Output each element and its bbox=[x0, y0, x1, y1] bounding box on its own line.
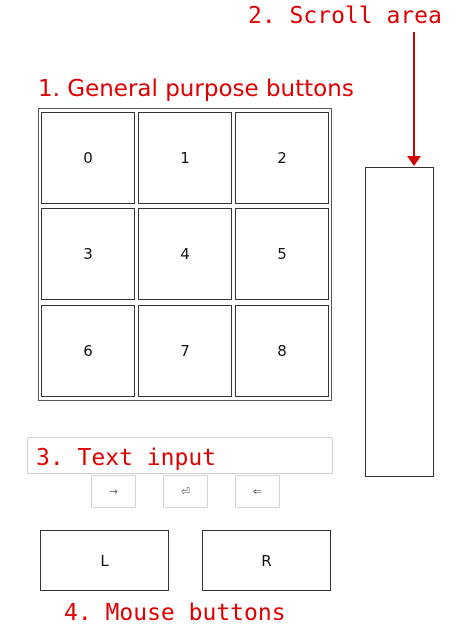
text-input-field[interactable] bbox=[27, 437, 333, 474]
grid-button-7[interactable]: 7 bbox=[138, 305, 232, 397]
grid-button-4[interactable]: 4 bbox=[138, 208, 232, 300]
grid-button-0[interactable]: 0 bbox=[41, 112, 135, 204]
grid-button-3[interactable]: 3 bbox=[41, 208, 135, 300]
mouse-buttons-annotation: 4. Mouse buttons bbox=[64, 600, 286, 626]
right-arrow-icon: → bbox=[108, 485, 119, 498]
enter-icon: ⏎ bbox=[180, 485, 191, 498]
mouse-left-button[interactable]: L bbox=[40, 530, 169, 591]
right-arrow-key-button[interactable]: → bbox=[91, 475, 136, 508]
general-button-grid: 0 1 2 3 4 5 6 7 8 bbox=[38, 108, 332, 401]
scroll-area-annotation: 2. Scroll area bbox=[248, 3, 442, 29]
annotation-arrow-head-icon bbox=[407, 156, 421, 166]
annotation-arrow-line bbox=[413, 32, 415, 158]
grid-button-2[interactable]: 2 bbox=[235, 112, 329, 204]
enter-key-button[interactable]: ⏎ bbox=[163, 475, 208, 508]
backspace-arrow-icon: ⇐ bbox=[252, 485, 263, 498]
grid-button-1[interactable]: 1 bbox=[138, 112, 232, 204]
scroll-area[interactable] bbox=[365, 167, 434, 477]
text-input-annotation: 3. Text input bbox=[36, 445, 217, 471]
grid-button-6[interactable]: 6 bbox=[41, 305, 135, 397]
backspace-key-button[interactable]: ⇐ bbox=[235, 475, 280, 508]
general-buttons-annotation: 1. General purpose buttons bbox=[38, 76, 354, 102]
grid-button-8[interactable]: 8 bbox=[235, 305, 329, 397]
grid-button-5[interactable]: 5 bbox=[235, 208, 329, 300]
mouse-right-button[interactable]: R bbox=[202, 530, 331, 591]
